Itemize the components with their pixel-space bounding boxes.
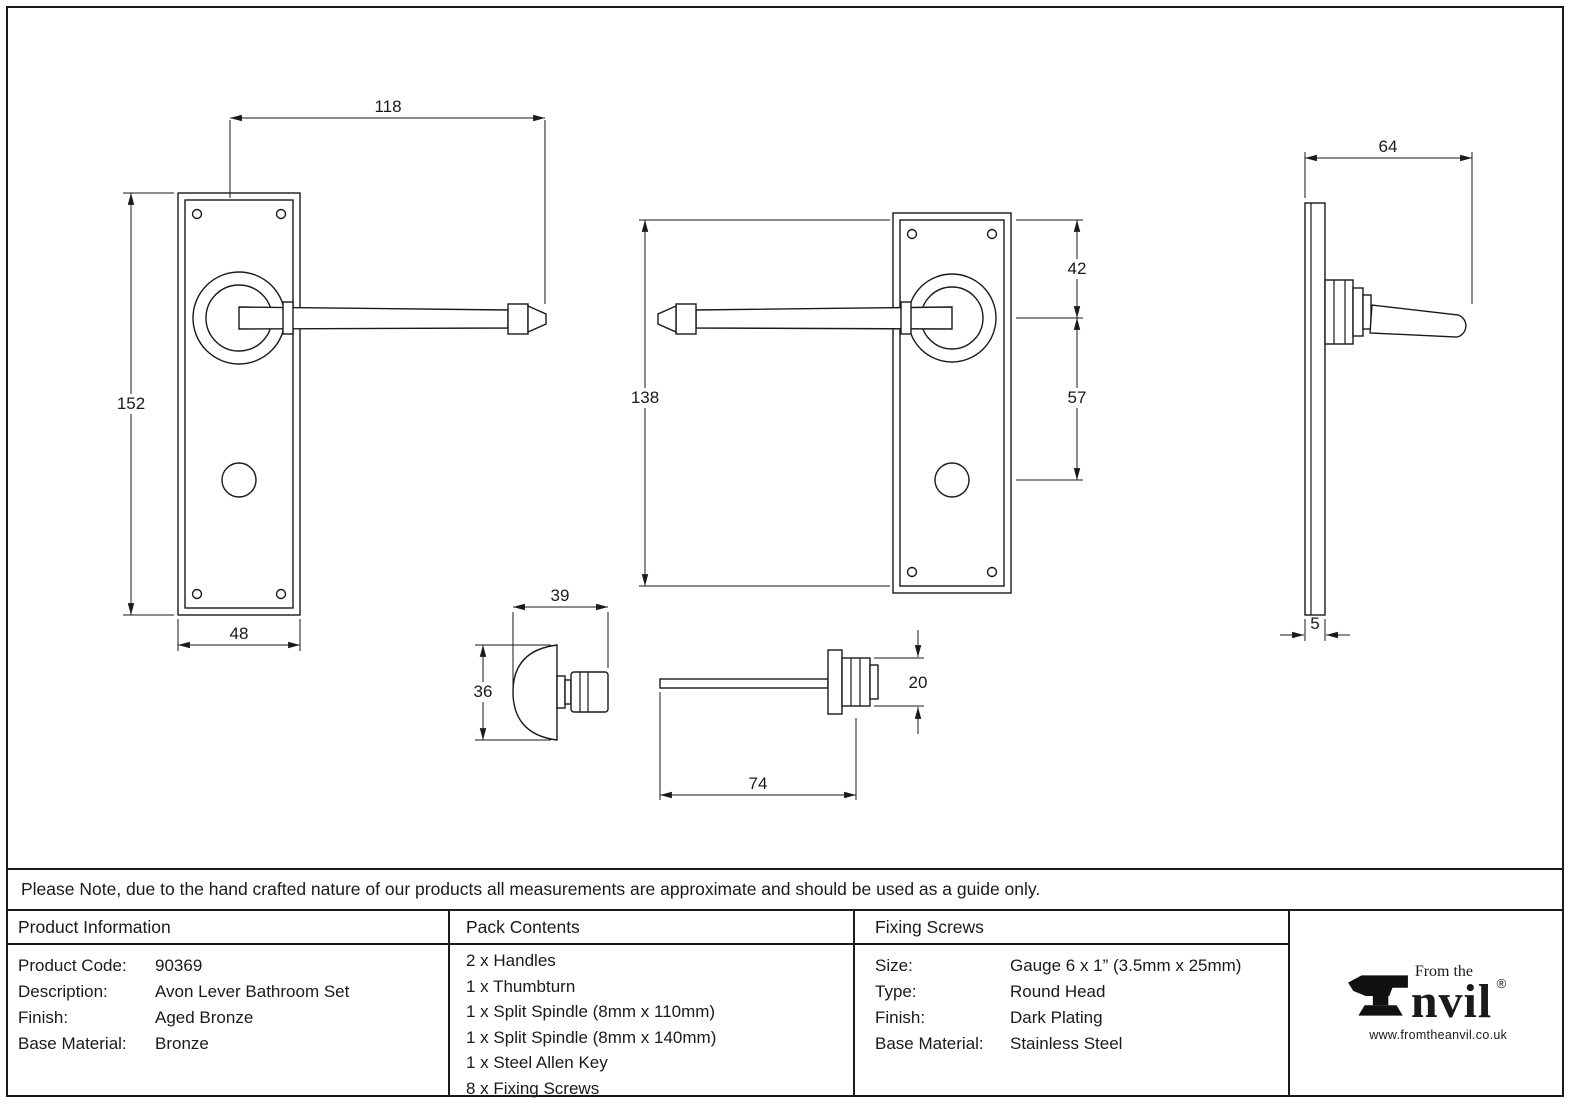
pack-item: 1 x Split Spindle (8mm x 110mm) [466, 1002, 716, 1021]
thumbturn-view [512, 644, 609, 741]
screw-type-value: Round Head [1010, 982, 1106, 1001]
logo-url: www.fromtheanvil.co.uk [1369, 1027, 1508, 1042]
sheet-border: 118 152 48 138 42 57 64 5 39 36 20 74 [6, 6, 1564, 1098]
logo-main: From the nvil® [1345, 963, 1507, 1026]
info-table: Product Information Product Code: 90369 … [8, 911, 1562, 1098]
screw-material-label: Base Material: [875, 1034, 984, 1053]
screw-hole-icon [275, 208, 287, 220]
front-view-left [177, 192, 547, 616]
pack-item: 2 x Handles [466, 951, 556, 970]
pack-contents-header: Pack Contents [450, 911, 853, 945]
spindle-view [659, 649, 879, 715]
dim-connector-height-label: 20 [909, 673, 928, 692]
screw-finish-value: Dark Plating [1010, 1008, 1103, 1027]
registered-mark-icon: ® [1496, 976, 1508, 992]
screw-size-row: Size: Gauge 6 x 1” (3.5mm x 25mm) [875, 953, 1288, 979]
product-code-row: Product Code: 90369 [18, 953, 448, 979]
dim-lever-length-label: 118 [374, 97, 401, 116]
description-value: Avon Lever Bathroom Set [155, 982, 350, 1001]
pack-contents-body: 2 x Handles 1 x Thumbturn 1 x Split Spin… [450, 945, 853, 1101]
product-code-label: Product Code: [18, 956, 127, 975]
screw-hole-icon [906, 566, 918, 578]
measurement-note: Please Note, due to the hand crafted nat… [8, 868, 1562, 911]
screw-hole-icon [275, 588, 287, 600]
screw-material-value: Stainless Steel [1010, 1034, 1123, 1053]
screw-hole-icon [906, 228, 918, 240]
screw-type-row: Type: Round Head [875, 979, 1288, 1005]
screw-material-row: Base Material: Stainless Steel [875, 1031, 1288, 1057]
bathroom-turn-icon [221, 462, 257, 498]
dim-projection-label: 64 [1379, 137, 1398, 156]
dimension-lines [123, 114, 1473, 800]
front-view-middle [657, 212, 1012, 594]
dim-lever-to-turn-label: 57 [1068, 388, 1087, 407]
fixing-screws-header: Fixing Screws [855, 911, 1288, 945]
logo-tagline: From the [1414, 963, 1474, 981]
measurement-note-text: Please Note, due to the hand crafted nat… [21, 879, 1041, 899]
screw-size-label: Size: [875, 956, 913, 975]
dim-plate-width-label: 48 [230, 624, 249, 643]
pack-item: 1 x Steel Allen Key [466, 1053, 608, 1072]
screw-finish-row: Finish: Dark Plating [875, 1005, 1288, 1031]
product-code-value: 90369 [155, 956, 203, 975]
dimension-labels: 118 152 48 138 42 57 64 5 39 36 20 74 [111, 97, 1397, 793]
finish-row: Finish: Aged Bronze [18, 1005, 448, 1031]
pack-item: 1 x Thumbturn [466, 976, 576, 996]
dim-spindle-length-label: 74 [749, 774, 768, 793]
dim-plate-height-label: 152 [117, 394, 145, 413]
fixing-screws-body: Size: Gauge 6 x 1” (3.5mm x 25mm) Type: … [855, 945, 1288, 1057]
dim-thumbturn-width-label: 39 [551, 586, 570, 605]
side-view [1304, 202, 1467, 616]
screw-finish-label: Finish: [875, 1008, 926, 1027]
technical-drawings: 118 152 48 138 42 57 64 5 39 36 20 74 [111, 97, 1473, 800]
dim-middle-height-label: 138 [631, 388, 659, 407]
pack-item: 1 x Split Spindle (8mm x 140mm) [466, 1027, 717, 1047]
base-material-value: Bronze [155, 1034, 209, 1053]
screw-hole-icon [191, 208, 203, 220]
anvil-logo-icon [1347, 975, 1408, 1016]
screw-hole-icon [191, 588, 203, 600]
bathroom-turn-icon [934, 462, 970, 498]
product-info-section: Product Information Product Code: 90369 … [8, 911, 450, 1095]
logo-brand: nvil® [1411, 977, 1507, 1026]
logo-brand-suffix: nvil [1410, 975, 1493, 1029]
from-the-anvil-logo: From the nvil® www.fromtheanvil.co.uk [1345, 964, 1507, 1042]
product-info-body: Product Code: 90369 Description: Avon Le… [8, 945, 448, 1057]
pack-contents-section: Pack Contents 2 x Handles 1 x Thumbturn … [450, 911, 855, 1098]
product-info-header: Product Information [8, 911, 448, 945]
fixing-screws-section: Fixing Screws Size: Gauge 6 x 1” (3.5mm … [855, 911, 1290, 1095]
base-material-row: Base Material: Bronze [18, 1031, 448, 1057]
base-material-label: Base Material: [18, 1034, 127, 1053]
description-row: Description: Avon Lever Bathroom Set [18, 979, 448, 1005]
brand-section: From the nvil® www.fromtheanvil.co.uk [1290, 911, 1562, 1095]
screw-type-label: Type: [875, 982, 917, 1001]
screw-size-value: Gauge 6 x 1” (3.5mm x 25mm) [1010, 956, 1242, 975]
description-label: Description: [18, 982, 108, 1001]
logo-text: From the nvil® [1411, 963, 1507, 1026]
dim-thumbturn-height-label: 36 [474, 682, 493, 701]
finish-value: Aged Bronze [155, 1008, 254, 1027]
screw-hole-icon [986, 566, 998, 578]
screw-hole-icon [986, 228, 998, 240]
finish-label: Finish: [18, 1008, 69, 1027]
dim-plate-thickness-label: 5 [1310, 614, 1319, 633]
pack-item: 8 x Fixing Screws [466, 1078, 600, 1098]
dim-top-to-lever-label: 42 [1068, 259, 1087, 278]
